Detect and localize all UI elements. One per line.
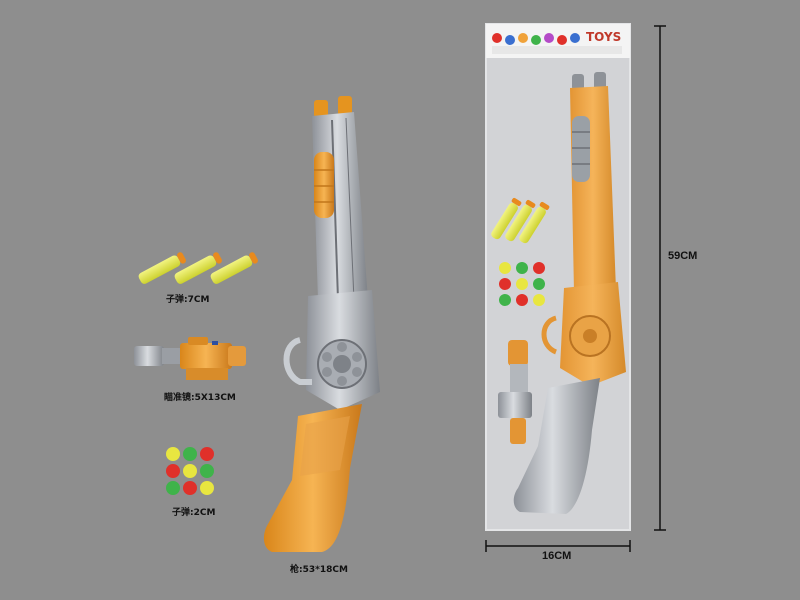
- toy-shotgun: [263, 96, 380, 552]
- dart-2: [174, 252, 222, 284]
- scope: [134, 337, 246, 380]
- dart-1: [138, 252, 186, 284]
- scope-label: 瞄准镜:5X13CM: [164, 393, 236, 403]
- gun-label: 枪:53*18CM: [290, 565, 348, 575]
- width-label: 16CM: [542, 550, 572, 562]
- height-dimension: [654, 25, 666, 531]
- darts-label: 子弹:7CM: [166, 295, 210, 305]
- height-label: 59CM: [668, 250, 698, 262]
- dart-3: [210, 252, 258, 284]
- package-dart-2: [505, 199, 536, 242]
- package-card: [485, 23, 631, 531]
- width-dimension: [485, 540, 631, 552]
- darts-group: [138, 252, 258, 284]
- balls-grid: [166, 447, 214, 495]
- balls-label: 子弹:2CM: [172, 508, 216, 518]
- package-dart-3: [519, 201, 550, 244]
- package-brand-text: TOYS: [586, 30, 622, 44]
- package-dart-1: [491, 197, 522, 240]
